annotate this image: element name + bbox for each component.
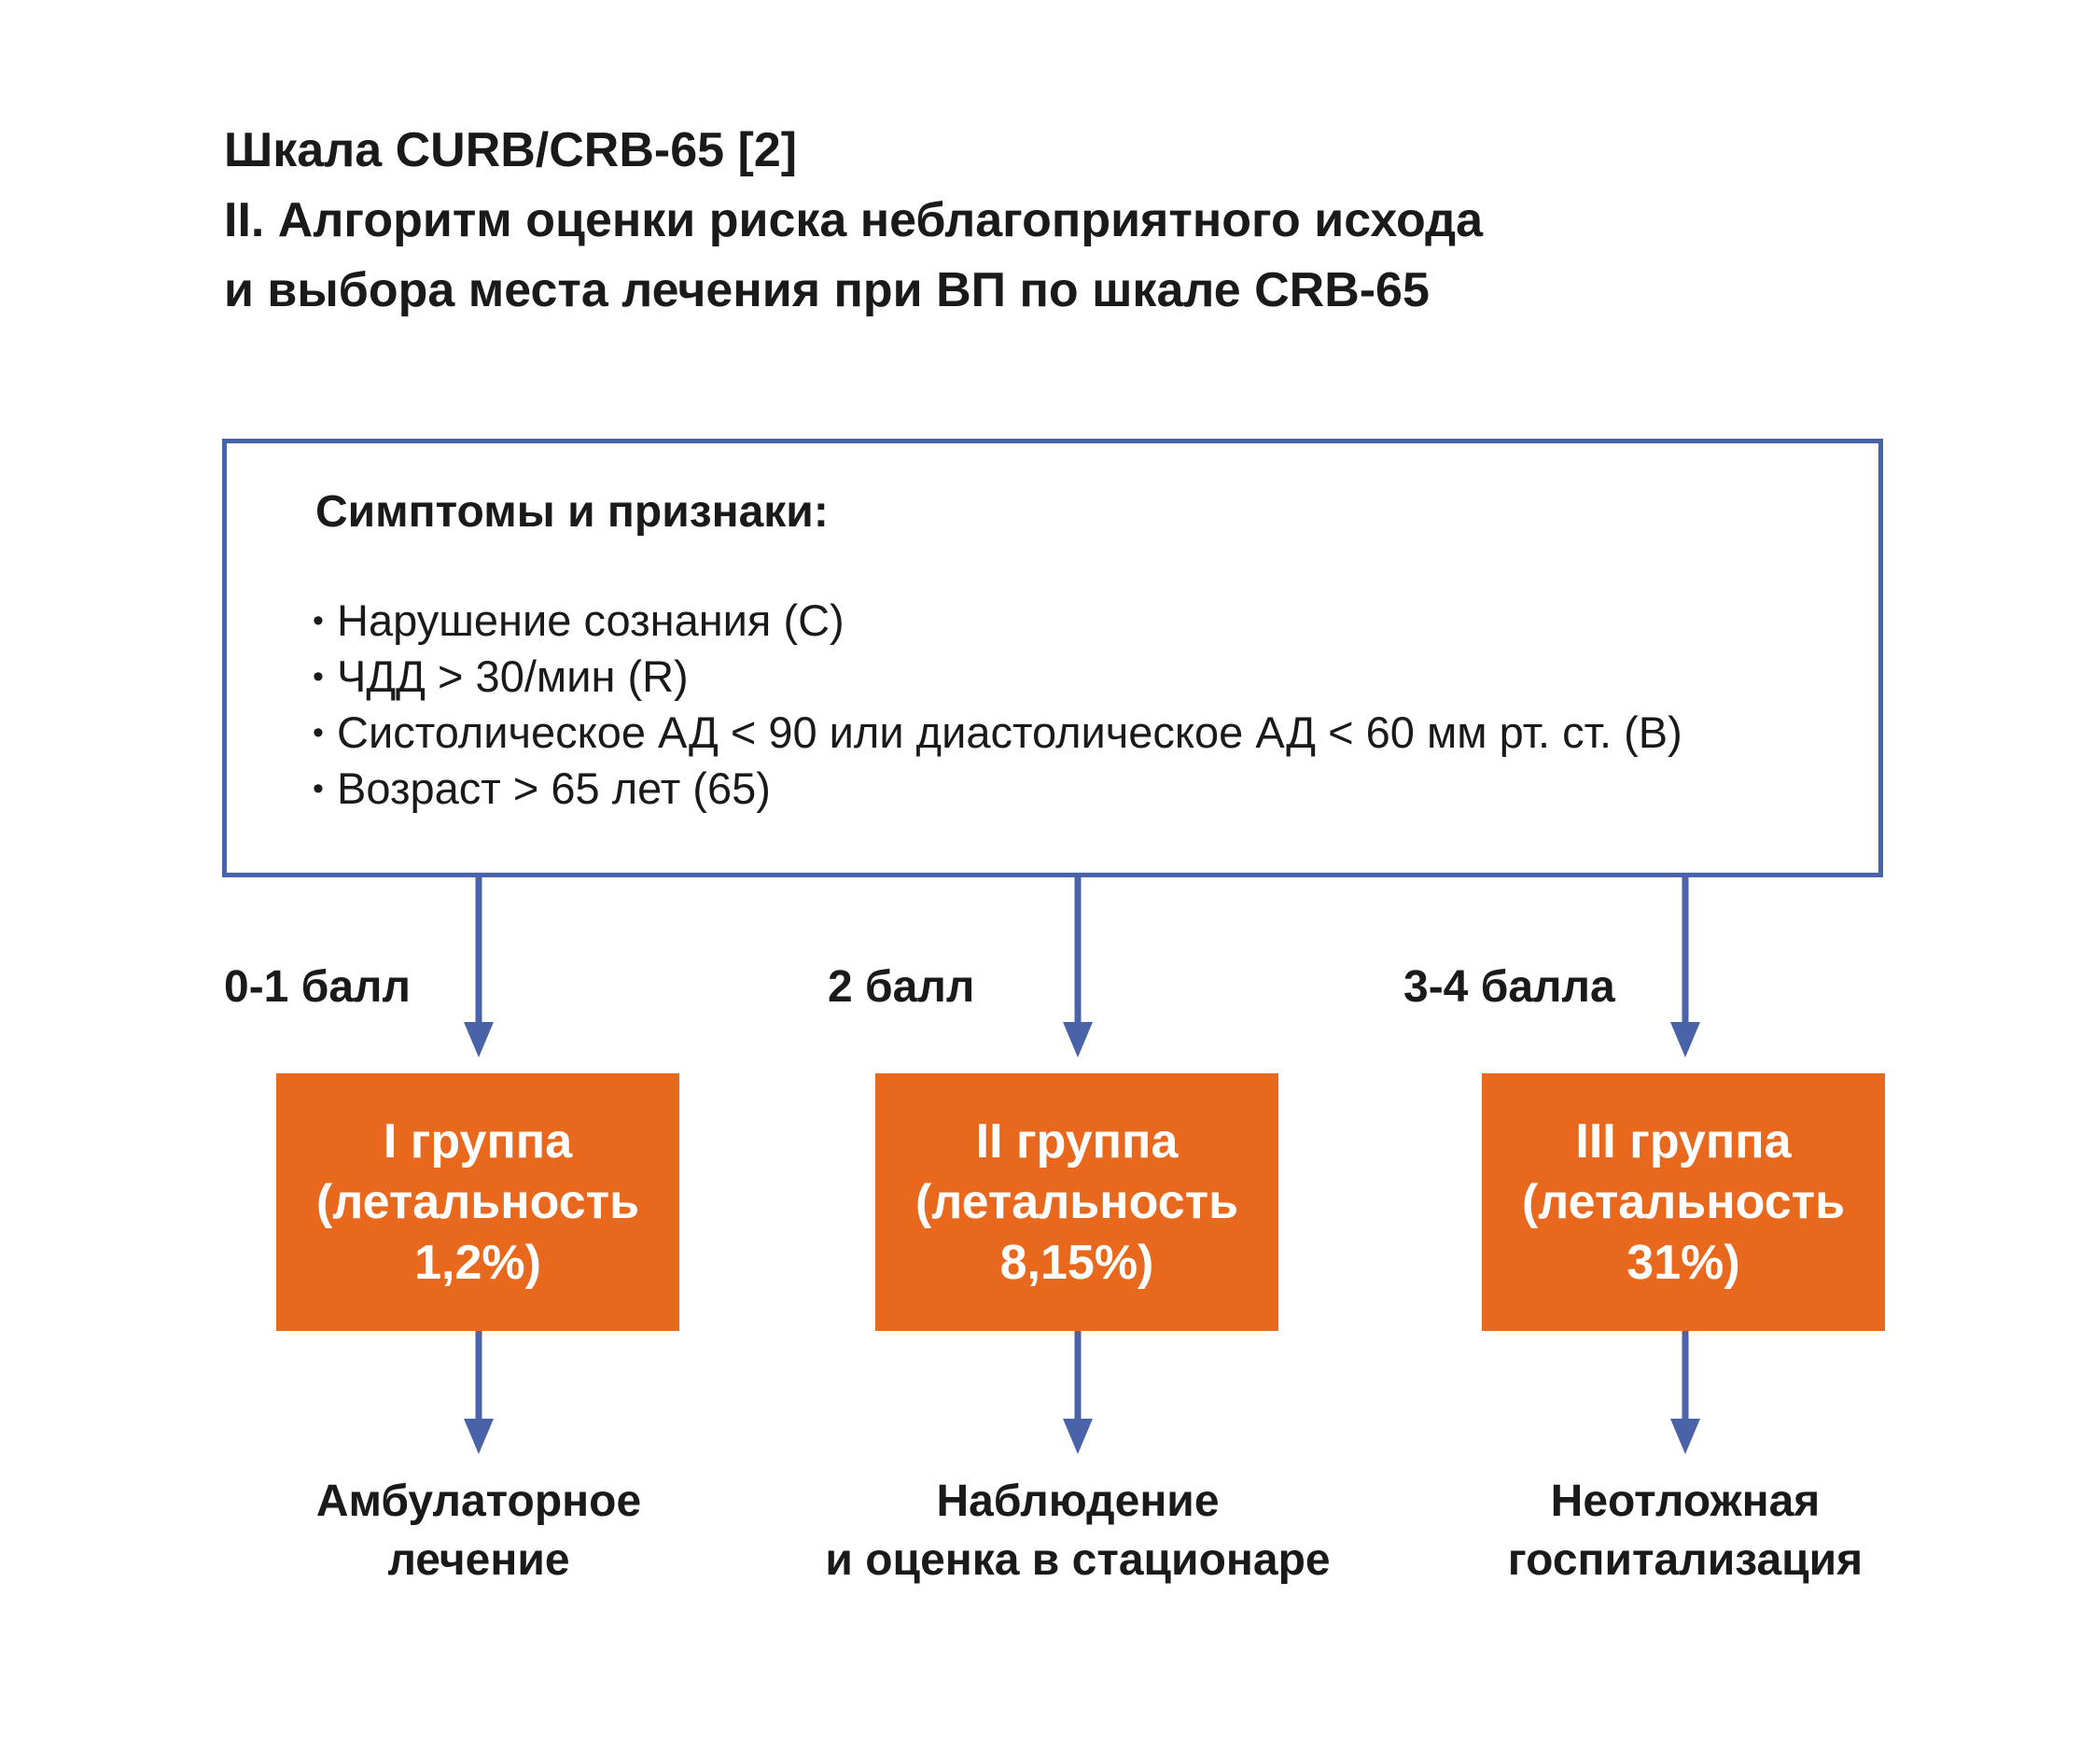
score-label-3: 3-4 балла (1403, 962, 1615, 1012)
symptom-text: Нарушение сознания (С) (337, 595, 845, 645)
symptom-item-respiratory-rate: • ЧДД > 30/мин (R) (313, 649, 1682, 705)
arrowhead-icon (1670, 1419, 1700, 1454)
symptoms-list: • Нарушение сознания (С) • ЧДД > 30/мин … (313, 593, 1682, 817)
symptom-text: Систолическое АД < 90 или диастолическое… (337, 707, 1682, 757)
symptoms-box: Симптомы и признаки: • Нарушение сознани… (222, 439, 1883, 877)
group-mortality-label: (летальность (1521, 1174, 1846, 1229)
title-line-1: Шкала CURB/CRB-65 [2] (224, 123, 798, 177)
outcome-3: Неотложная госпитализация (1387, 1472, 1984, 1589)
title-line-3: и выбора места лечения при ВП по шкале C… (224, 263, 1430, 317)
diagram-title: Шкала CURB/CRB-65 [2] II. Алгоритм оценк… (224, 116, 1997, 326)
group-mortality-label: (летальность (914, 1174, 1239, 1229)
group-mortality-value: 8,15%) (999, 1235, 1154, 1290)
bullet-icon: • (313, 659, 324, 694)
arrowhead-icon (1670, 1022, 1700, 1057)
outcome-line-2: лечение (387, 1535, 570, 1585)
symptom-item-blood-pressure: • Систолическое АД < 90 или диастолическ… (313, 705, 1682, 761)
symptom-text: ЧДД > 30/мин (R) (337, 651, 689, 701)
outcome-line-2: и оценка в стационаре (825, 1535, 1331, 1585)
bullet-icon: • (313, 771, 324, 806)
group-name: III группа (1575, 1113, 1792, 1169)
score-label-2: 2 балл (828, 962, 975, 1012)
arrowhead-icon (1063, 1022, 1093, 1057)
symptom-text: Возраст > 65 лет (65) (337, 763, 771, 813)
outcome-line-1: Наблюдение (936, 1477, 1220, 1526)
arrowhead-icon (464, 1022, 494, 1057)
group-box-2: II группа (летальность 8,15%) (875, 1073, 1278, 1331)
symptom-item-age: • Возраст > 65 лет (65) (313, 761, 1682, 817)
symptom-item-consciousness: • Нарушение сознания (С) (313, 593, 1682, 649)
title-line-2: II. Алгоритм оценки риска неблагоприятно… (224, 193, 1484, 247)
outcome-line-1: Неотложная (1550, 1477, 1821, 1526)
bullet-icon: • (313, 603, 324, 638)
arrowhead-icon (464, 1419, 494, 1454)
outcome-line-1: Амбулаторное (315, 1477, 642, 1526)
outcome-1: Амбулаторное лечение (180, 1472, 777, 1589)
group-mortality-value: 1,2%) (414, 1235, 541, 1290)
group-box-3: III группа (летальность 31%) (1482, 1073, 1885, 1331)
score-label-1: 0-1 балл (224, 962, 412, 1012)
outcome-line-2: госпитализация (1507, 1535, 1864, 1585)
group-mortality-value: 31%) (1626, 1235, 1740, 1290)
group-box-1: I группа (летальность 1,2%) (276, 1073, 679, 1331)
group-name: II группа (975, 1113, 1179, 1169)
group-mortality-label: (летальность (315, 1174, 640, 1229)
bullet-icon: • (313, 715, 324, 750)
arrowhead-icon (1063, 1419, 1093, 1454)
group-name: I группа (383, 1113, 573, 1169)
outcome-2: Наблюдение и оценка в стационаре (779, 1472, 1376, 1589)
symptoms-heading: Симптомы и признаки: (315, 487, 829, 537)
